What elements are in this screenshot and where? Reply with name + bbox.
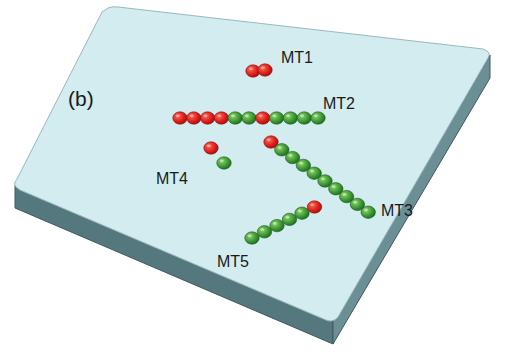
tubulin-bead	[256, 112, 270, 124]
tubulin-bead	[257, 226, 271, 238]
microtubule-label: MT2	[323, 96, 355, 112]
bead-body	[200, 112, 214, 124]
bead-body	[270, 219, 284, 231]
bead-body	[311, 112, 325, 124]
bead-highlight	[259, 114, 263, 117]
tubulin-bead	[217, 157, 231, 169]
tubulin-bead	[204, 142, 218, 154]
bead-body	[258, 64, 272, 76]
bead-highlight	[248, 234, 252, 237]
tubulin-bead	[307, 201, 321, 213]
tubulin-bead	[297, 112, 311, 124]
tubulin-bead	[242, 112, 256, 124]
bead-highlight	[310, 203, 314, 206]
tubulin-bead	[282, 213, 296, 225]
slab-top	[15, 7, 490, 321]
bead-highlight	[207, 144, 211, 147]
bead-highlight	[300, 114, 304, 117]
bead-highlight	[220, 159, 224, 162]
tubulin-bead	[283, 112, 297, 124]
bead-body	[187, 112, 201, 124]
bead-highlight	[298, 210, 302, 213]
bead-highlight	[314, 114, 318, 117]
microtubule-label: MT5	[217, 254, 249, 270]
tubulin-bead	[361, 206, 375, 218]
bead-body	[269, 112, 283, 124]
bead-body	[257, 226, 271, 238]
bead-body	[173, 112, 187, 124]
bead-body	[214, 112, 228, 124]
tubulin-bead	[187, 112, 201, 124]
microtubule-label: MT3	[381, 203, 413, 219]
bead-body	[307, 201, 321, 213]
microtubule-label: MT4	[156, 171, 188, 187]
tubulin-bead	[270, 219, 284, 231]
bead-highlight	[364, 209, 368, 212]
tubulin-bead	[200, 112, 214, 124]
bead-highlight	[249, 67, 253, 70]
bead-body	[228, 112, 242, 124]
tubulin-bead	[269, 112, 283, 124]
tubulin-bead	[295, 207, 309, 219]
bead-highlight	[273, 222, 277, 225]
bead-body	[361, 206, 375, 218]
bead-highlight	[310, 170, 314, 173]
tubulin-bead	[311, 112, 325, 124]
tubulin-bead	[214, 112, 228, 124]
bead-highlight	[286, 114, 290, 117]
bead-body	[217, 157, 231, 169]
bead-body	[283, 112, 297, 124]
microtubules	[173, 64, 376, 244]
bead-highlight	[299, 162, 303, 165]
bead-highlight	[261, 66, 265, 69]
bead-highlight	[245, 114, 249, 117]
bead-body	[204, 142, 218, 154]
bead-highlight	[285, 216, 289, 219]
bead-highlight	[278, 146, 282, 149]
bead-highlight	[260, 228, 264, 231]
bead-highlight	[342, 193, 346, 196]
microtubule-label: MT1	[281, 50, 313, 66]
bead-highlight	[203, 114, 207, 117]
tubulin-bead	[228, 112, 242, 124]
bead-highlight	[176, 114, 180, 117]
tubulin-bead	[258, 64, 272, 76]
bead-highlight	[267, 138, 271, 141]
bead-highlight	[231, 114, 235, 117]
bead-body	[245, 232, 259, 244]
tubulin-bead	[173, 112, 187, 124]
bead-body	[297, 112, 311, 124]
bead-highlight	[190, 114, 194, 117]
bead-highlight	[288, 154, 292, 157]
tubulin-bead	[245, 232, 259, 244]
bead-highlight	[332, 185, 336, 188]
bead-highlight	[217, 114, 221, 117]
bead-body	[295, 207, 309, 219]
bead-highlight	[321, 177, 325, 180]
bead-highlight	[272, 114, 276, 117]
bead-body	[242, 112, 256, 124]
bead-body	[282, 213, 296, 225]
panel-label: (b)	[68, 88, 94, 109]
bead-body	[256, 112, 270, 124]
bead-highlight	[353, 201, 357, 204]
